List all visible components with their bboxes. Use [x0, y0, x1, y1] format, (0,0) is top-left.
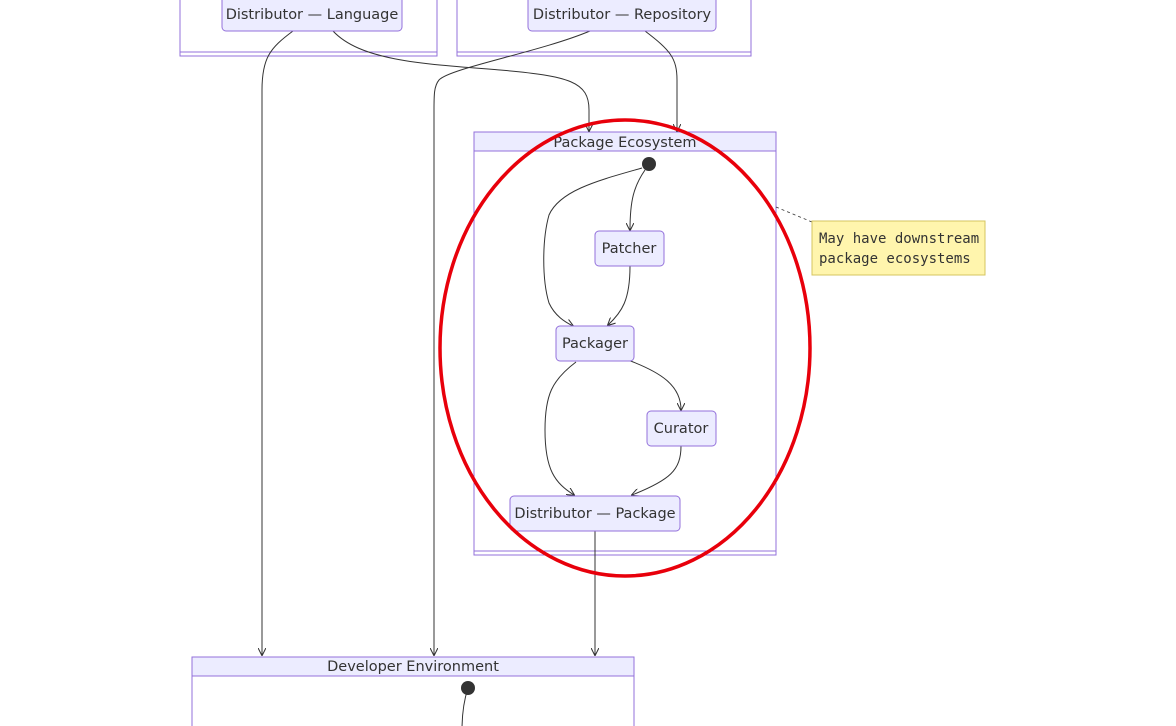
node-distributor-language-label: Distributor — Language: [226, 7, 399, 23]
package-ecosystem-title: Package Ecosystem: [553, 135, 696, 151]
edge-start-to-packager: [543, 167, 643, 326]
node-distributor-repository[interactable]: Distributor — Repository: [527, 0, 717, 32]
note-line-1: May have downstream: [819, 231, 979, 247]
note-box: [811, 220, 986, 276]
node-distributor-repository-label: Distributor — Repository: [533, 7, 712, 23]
node-curator[interactable]: Curator: [646, 410, 717, 447]
edge-repository-to-ecosystem: [644, 30, 677, 131]
node-distributor-language[interactable]: Distributor — Language: [221, 0, 403, 32]
edge-start-to-patcher: [630, 169, 646, 230]
developer-environment-cluster: Developer Environment: [191, 656, 635, 726]
edge-patcher-to-packager: [608, 265, 631, 325]
edge-curator-to-distributor-package: [632, 445, 682, 495]
highlight-ellipse: [438, 118, 812, 578]
edge-packager-to-curator: [627, 359, 681, 410]
node-curator-label: Curator: [654, 421, 709, 437]
edges: [262, 30, 682, 726]
note-line-2: package ecosystems: [819, 251, 971, 267]
edge-language-to-ecosystem: [332, 30, 589, 131]
node-patcher-label: Patcher: [602, 241, 657, 257]
node-patcher[interactable]: Patcher: [594, 230, 665, 267]
edge-language-to-devenv: [262, 30, 294, 655]
node-packager[interactable]: Packager: [555, 325, 635, 362]
edge-packager-to-distributor-package: [544, 361, 577, 495]
node-distributor-package[interactable]: Distributor — Package: [509, 495, 681, 532]
package-ecosystem-start-dot: [642, 157, 656, 171]
note: May have downstream package ecosystems: [775, 206, 986, 276]
edge-repository-to-devenv: [434, 30, 591, 655]
developer-environment-start-dot: [461, 681, 475, 695]
node-packager-label: Packager: [562, 336, 628, 352]
developer-environment-title: Developer Environment: [327, 659, 499, 675]
note-connector: [775, 206, 813, 223]
node-distributor-package-label: Distributor — Package: [514, 506, 675, 522]
